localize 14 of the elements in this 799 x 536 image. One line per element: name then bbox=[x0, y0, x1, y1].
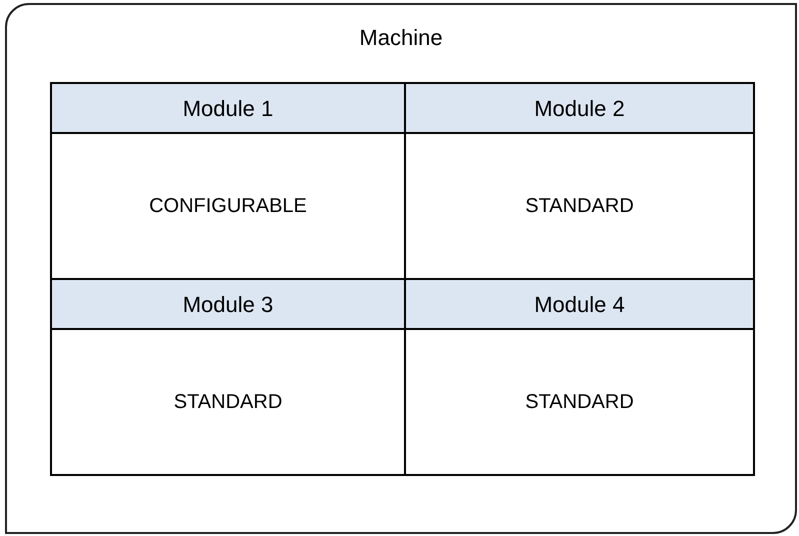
module-type-label: STANDARD bbox=[525, 194, 634, 219]
module-box bbox=[404, 278, 755, 476]
module-header: Module 2 bbox=[406, 84, 753, 134]
module-box bbox=[50, 278, 406, 476]
module-type-label: STANDARD bbox=[525, 390, 634, 415]
module-box bbox=[404, 82, 755, 280]
module-type-label: CONFIGURABLE bbox=[149, 194, 307, 219]
module-header: Module 3 bbox=[52, 280, 404, 330]
machine-container bbox=[5, 3, 797, 534]
module-type-label: STANDARD bbox=[174, 390, 282, 415]
container-title: Machine bbox=[359, 24, 443, 52]
module-header: Module 1 bbox=[52, 84, 404, 134]
module-header: Module 4 bbox=[406, 280, 753, 330]
module-box bbox=[50, 82, 406, 280]
